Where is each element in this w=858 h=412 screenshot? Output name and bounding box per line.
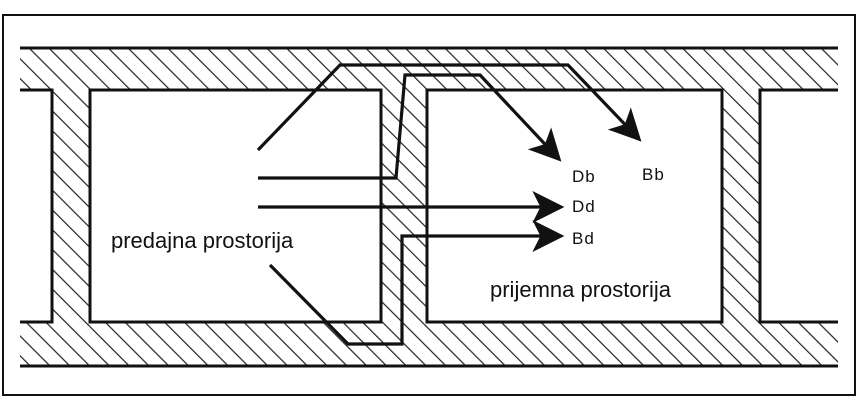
- left-wall: [52, 90, 90, 322]
- path-db-arrow: [258, 73, 562, 180]
- path-bb-arrow: [256, 63, 642, 152]
- receiving-room-label: prijemna prostorija: [490, 277, 672, 302]
- path-bd-arrow: [268, 220, 565, 346]
- source-room-label: predajna prostorija: [111, 228, 294, 253]
- bottom-floor-slab: [20, 322, 838, 366]
- path-label-dd: Dd: [572, 197, 596, 216]
- transmission-paths: [256, 63, 642, 346]
- path-label-bb: Bb: [642, 165, 665, 184]
- building-structure: [20, 48, 838, 366]
- top-floor-slab: [20, 48, 838, 90]
- structure-outlines: [20, 46, 838, 368]
- path-label-db: Db: [572, 167, 596, 186]
- frame-border: [2, 14, 856, 396]
- right-wall: [722, 90, 760, 322]
- path-label-bd: Bd: [572, 229, 595, 248]
